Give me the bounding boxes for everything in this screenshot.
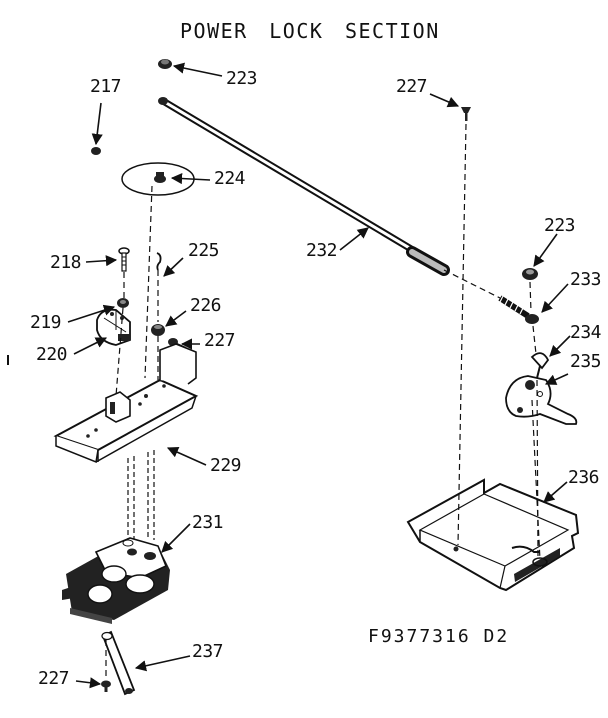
part-234-clip — [530, 352, 550, 379]
part-218-screw — [118, 247, 130, 272]
label-237: 237 — [192, 641, 224, 662]
leader-233 — [541, 283, 569, 313]
label-231: 231 — [192, 512, 224, 533]
part-226-grommet — [151, 324, 165, 336]
part-235-lever — [505, 375, 578, 425]
leader-223-right — [533, 233, 558, 267]
part-229-bracket — [53, 343, 199, 464]
leader-224 — [170, 172, 211, 185]
label-227-bottom: 227 — [38, 668, 70, 689]
label-236: 236 — [568, 467, 600, 488]
part-227-screw-top — [461, 107, 471, 121]
leader-229 — [166, 447, 207, 466]
part-232-rod — [158, 97, 539, 324]
part-231-actuator — [62, 537, 170, 624]
label-224: 224 — [214, 168, 246, 189]
part-236-tray — [406, 478, 580, 592]
leader-223-top — [172, 62, 223, 77]
leader-219 — [67, 304, 116, 323]
leader-231 — [161, 523, 191, 553]
part-223-nut-right — [522, 268, 538, 280]
label-218: 218 — [50, 252, 82, 273]
label-220: 220 — [36, 344, 68, 365]
leader-234 — [549, 335, 571, 357]
part-219-nut — [117, 298, 129, 308]
leader-235 — [544, 373, 569, 385]
part-224-plate — [121, 162, 195, 196]
label-227-mid: 227 — [204, 330, 236, 351]
leader-227-top — [429, 93, 460, 108]
leader-lines — [67, 62, 571, 689]
leader-237 — [134, 655, 191, 672]
bracket-straps — [127, 450, 155, 542]
drawing-number: F9377316 D2 — [368, 626, 510, 647]
label-235: 235 — [570, 351, 602, 372]
leader-226 — [165, 310, 187, 327]
part-225-clip — [156, 252, 162, 271]
diagram-title: POWER LOCK SECTION — [180, 19, 440, 43]
label-227-top: 227 — [396, 76, 428, 97]
label-223-top: 223 — [226, 68, 258, 89]
label-223-right: 223 — [544, 215, 576, 236]
leader-236 — [543, 481, 568, 503]
label-225: 225 — [188, 240, 220, 261]
label-234: 234 — [570, 322, 602, 343]
leader-232 — [339, 227, 369, 251]
leader-225 — [163, 257, 184, 277]
label-217: 217 — [90, 76, 122, 97]
label-233: 233 — [570, 269, 602, 290]
part-237-link — [101, 630, 136, 696]
leader-220 — [73, 337, 108, 355]
leader-227-bottom — [75, 677, 102, 689]
alignment-lines — [105, 123, 541, 680]
part-217-clip — [91, 147, 101, 155]
label-232: 232 — [306, 240, 338, 261]
label-226: 226 — [190, 295, 222, 316]
leader-218 — [85, 255, 118, 267]
leader-217 — [91, 102, 103, 146]
part-223-nut-top — [158, 59, 172, 69]
part-227-screw-bottom — [101, 680, 111, 692]
label-229: 229 — [210, 455, 242, 476]
label-219: 219 — [30, 312, 62, 333]
